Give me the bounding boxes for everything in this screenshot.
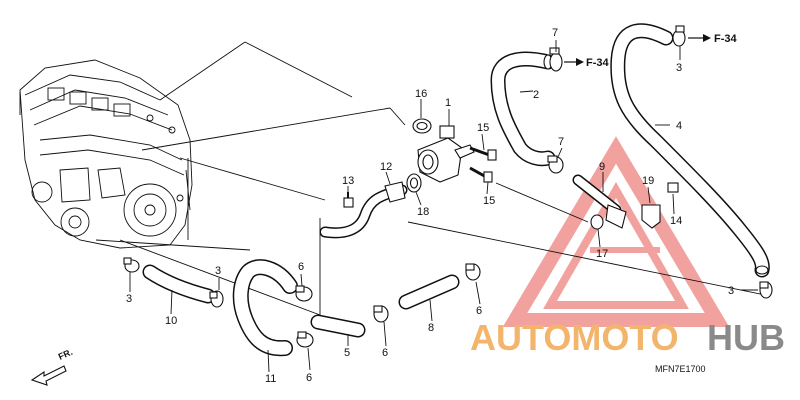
hose-clamp-6-right: [465, 263, 481, 281]
o-ring-17: [590, 214, 604, 230]
callout-10: 10: [165, 315, 177, 327]
watermark-wordmark: AUTOMOTO HUB: [470, 317, 785, 358]
hose-clamp-3-middle: [209, 290, 224, 308]
callout-16: 16: [415, 88, 427, 100]
forward-label: FR.: [57, 347, 74, 362]
callout-19: 19: [642, 175, 654, 187]
callout-3b: 3: [728, 285, 734, 297]
engine-block-illustration: [19, 59, 193, 249]
ref-label-upper-right: F-34: [714, 33, 738, 45]
callout-5: 5: [344, 347, 350, 359]
callout-7a: 7: [552, 27, 558, 39]
hose-clamp-6-lower-left: [296, 331, 314, 348]
callout-6b: 6: [306, 372, 312, 384]
hose-clamp-6-upper: [295, 285, 313, 302]
callout-9: 9: [599, 161, 605, 173]
forward-arrow-icon: [30, 365, 67, 386]
arrow-ref-upper-middle: [564, 58, 584, 66]
hose-4: [610, 23, 770, 278]
bolt-15-lower: [469, 166, 493, 183]
callout-14: 14: [670, 215, 682, 227]
o-ring-16: [412, 118, 432, 134]
watermark-triangle-logo: [502, 136, 730, 327]
callout-11: 11: [265, 373, 276, 385]
callout-6d: 6: [476, 305, 482, 317]
callout-3a: 3: [676, 62, 682, 74]
callout-15a: 15: [477, 122, 489, 134]
bolt-15-upper: [469, 146, 497, 161]
hose-10: [142, 264, 216, 304]
clip-19: [641, 204, 661, 229]
callout-13: 13: [342, 175, 354, 187]
ref-label-upper-middle: F-34: [586, 57, 610, 69]
callout-3d: 3: [215, 265, 221, 277]
water-pipe-12: [319, 181, 408, 239]
hose-clamp-3-left: [123, 257, 140, 273]
callout-17: 17: [596, 248, 608, 260]
callout-6a: 6: [298, 261, 304, 273]
callout-12: 12: [380, 161, 392, 173]
callout-leaders: [129, 40, 758, 373]
hose-clamp-7-lower: [547, 155, 564, 174]
callout-1: 1: [445, 97, 451, 109]
hose-clamp-6-center: [373, 305, 389, 323]
bolt-14: [667, 182, 679, 193]
thermostat-housing-1: [417, 125, 475, 183]
callout-6c: 6: [382, 347, 388, 359]
callout-4: 4: [676, 120, 682, 132]
part-code: MFN7E1700: [655, 364, 706, 374]
callout-8: 8: [428, 322, 434, 334]
callout-numbers: 1 2 3 3 3 3 3 4 5 6 6 6 6 7 7 8 9 10 11 …: [126, 27, 734, 385]
pipe-9: [572, 174, 627, 229]
hose-2: [490, 51, 556, 167]
hose-clamp-3-top-right: [672, 25, 686, 47]
watermark-word-b: HUB: [707, 317, 785, 358]
callout-7b: 7: [558, 136, 564, 148]
callout-18: 18: [417, 206, 429, 218]
callout-15b: 15: [483, 195, 495, 207]
o-ring-18: [406, 173, 422, 193]
hose-11: [232, 259, 298, 357]
hose-clamp-7-upper: [549, 47, 563, 72]
callout-3c: 3: [126, 293, 132, 305]
hose-8: [398, 274, 460, 310]
leader-lines: [95, 41, 766, 316]
arrow-ref-upper-right: [688, 34, 711, 42]
pipe-5: [310, 314, 366, 338]
bolt-13: [343, 192, 354, 208]
watermark-word-a: AUTOMOTO: [470, 317, 679, 358]
hose-clamp-3-right: [759, 281, 773, 299]
callout-2: 2: [533, 89, 539, 101]
